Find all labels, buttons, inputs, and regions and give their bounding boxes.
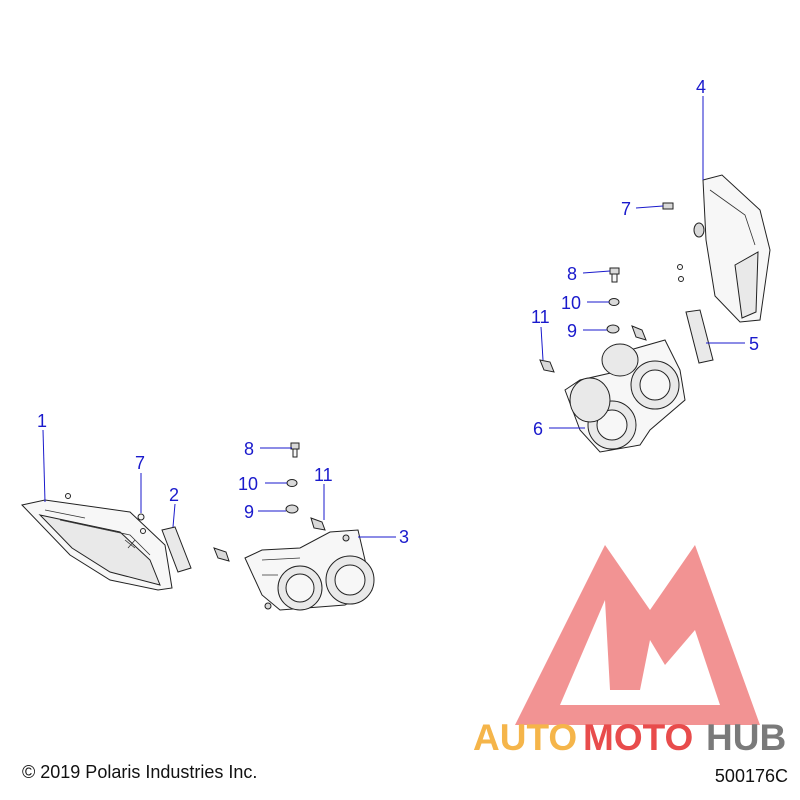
callout-7-right: 7 — [621, 199, 631, 219]
part-7-screw-left — [137, 513, 146, 534]
callout-3: 3 — [399, 527, 409, 547]
watermark-moto: MOTO — [583, 717, 693, 758]
part-7-screw-right — [662, 202, 674, 210]
part-3-headlight-left — [244, 529, 375, 611]
part-9-grommet-right — [606, 324, 620, 334]
callout-4: 4 — [696, 77, 706, 97]
callout-1: 1 — [37, 411, 47, 431]
part-5-plate — [685, 309, 714, 364]
part-4-housing — [677, 174, 771, 323]
part-10-washer-right — [608, 298, 620, 306]
callouts: 1 2 3 4 5 6 7 7 8 8 9 9 10 10 11 11 — [37, 77, 759, 547]
callout-6: 6 — [533, 419, 543, 439]
watermark-auto: AUTO — [473, 717, 577, 758]
watermark-logo — [515, 545, 760, 725]
diagram-number: 500176C — [714, 766, 788, 786]
copyright-text: © 2019 Polaris Industries Inc. — [22, 762, 258, 782]
leader-lines — [42, 96, 745, 538]
callout-9-right: 9 — [567, 321, 577, 341]
callout-11-left: 11 — [314, 465, 333, 485]
part-9-grommet-left — [285, 504, 299, 514]
part-11-bulb-left — [213, 517, 326, 562]
part-11-bulb-right — [539, 325, 647, 373]
part-8-bolt-right — [609, 267, 620, 283]
callout-8-right: 8 — [567, 264, 577, 284]
callout-10-right: 10 — [561, 293, 581, 313]
callout-7-left: 7 — [135, 453, 145, 473]
watermark-triangle-icon — [515, 545, 760, 725]
part-6-headlight-right — [564, 339, 686, 453]
watermark-text: AUTO MOTO HUB — [473, 717, 786, 758]
callout-2: 2 — [169, 485, 179, 505]
part-8-bolt-left — [290, 442, 300, 458]
part-10-washer-left — [286, 479, 298, 487]
part-2-plate — [161, 526, 192, 573]
callout-8-left: 8 — [244, 439, 254, 459]
callout-5: 5 — [749, 334, 759, 354]
callout-9-left: 9 — [244, 502, 254, 522]
callout-10-left: 10 — [238, 474, 258, 494]
watermark-hub: HUB — [706, 717, 786, 758]
callout-11-right: 11 — [531, 307, 550, 327]
part-1-housing — [21, 493, 173, 591]
